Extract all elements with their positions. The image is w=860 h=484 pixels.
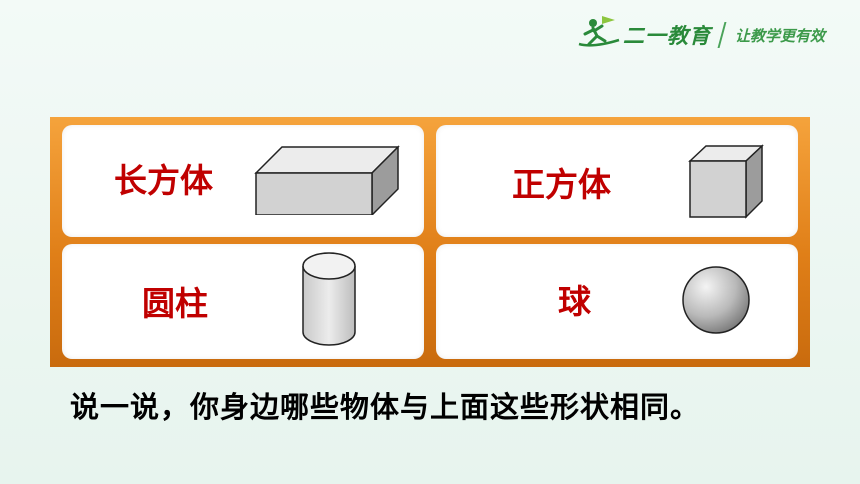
shape-card-cylinder: 圆柱: [62, 244, 424, 359]
discussion-prompt: 说一说，你身边哪些物体与上面这些形状相同。: [70, 390, 701, 424]
brand-slogan: 让教学更有效: [735, 27, 826, 45]
runner-flag-icon: [578, 16, 620, 47]
shape-card-cube: 正方体: [436, 125, 798, 237]
logo-divider: [717, 22, 727, 48]
brand-name: 二一教育: [623, 24, 711, 48]
cuboid-icon: [254, 145, 400, 215]
sphere-icon: [682, 266, 750, 334]
shape-label-cuboid: 长方体: [114, 161, 213, 200]
shape-card-cuboid: 长方体: [62, 125, 424, 237]
shape-label-cylinder: 圆柱: [142, 284, 208, 323]
cylinder-icon: [302, 252, 356, 346]
shape-card-sphere: 球: [436, 244, 798, 359]
brand-logo: 二一教育 让教学更有效: [575, 14, 850, 54]
shapes-panel: 长方体 正方体 圆柱 球: [50, 117, 810, 367]
cube-icon: [688, 144, 764, 219]
shape-label-sphere: 球: [558, 282, 591, 321]
shape-label-cube: 正方体: [512, 165, 611, 204]
